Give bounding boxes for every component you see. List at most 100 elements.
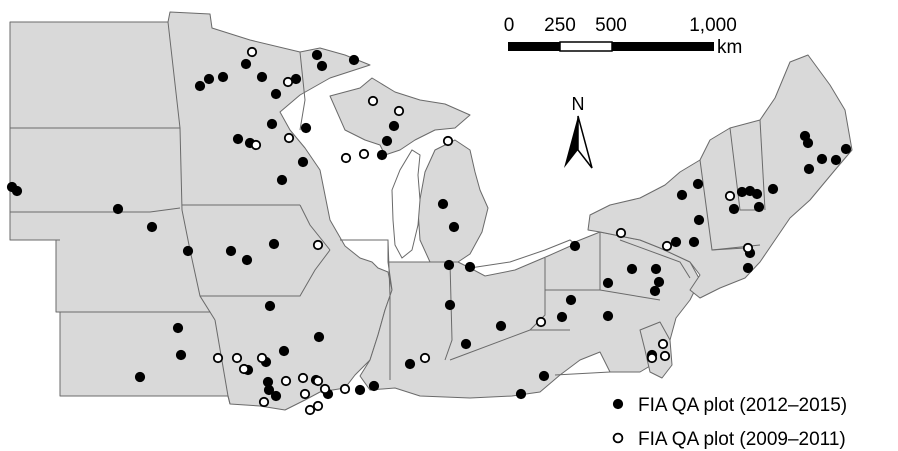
plot-marker-filled	[753, 201, 765, 213]
scale-unit: km	[717, 37, 742, 58]
plot-marker-open	[724, 190, 736, 202]
plot-marker-filled	[626, 263, 638, 275]
plot-marker-filled	[175, 349, 187, 361]
plot-marker-filled	[751, 188, 763, 200]
plot-marker-open	[299, 388, 311, 400]
plot-marker-filled	[217, 71, 229, 83]
plot-marker-filled	[134, 371, 146, 383]
plot-marker-open	[442, 135, 454, 147]
plot-marker-filled	[203, 73, 215, 85]
legend-label-open: FIA QA plot (2009–2011)	[638, 429, 846, 450]
plot-marker-open	[231, 352, 243, 364]
plot-marker-open	[246, 46, 258, 58]
plot-marker-open	[659, 350, 671, 362]
plot-marker-open	[256, 352, 268, 364]
state-borders	[10, 21, 766, 405]
plot-marker-filled	[464, 261, 476, 273]
plot-marker-filled	[232, 133, 244, 145]
plot-marker-filled	[354, 384, 366, 396]
region-upper-peninsula	[329, 77, 471, 156]
plot-marker-filled	[194, 80, 206, 92]
plot-marker-filled	[816, 153, 828, 165]
north-arrow-right-half	[577, 115, 593, 169]
legend-symbol-filled	[612, 398, 624, 410]
plot-marker-filled	[381, 135, 393, 147]
plot-marker-filled	[444, 299, 456, 311]
lake-michigan	[391, 149, 421, 259]
plot-marker-open	[742, 242, 754, 254]
plot-marker-filled	[437, 198, 449, 210]
plot-marker-filled	[313, 331, 325, 343]
plot-marker-filled	[262, 376, 274, 388]
plot-marker-filled	[276, 174, 288, 186]
plot-marker-filled	[670, 236, 682, 248]
plot-marker-filled	[495, 320, 507, 332]
region-west-central	[9, 11, 393, 411]
plot-marker-open	[419, 352, 431, 364]
scale-segment-2	[559, 41, 613, 52]
north-arrow: N	[564, 94, 593, 169]
plot-marker-filled	[404, 358, 416, 370]
plot-marker-open	[646, 352, 658, 364]
plot-marker-open	[615, 227, 627, 239]
plot-marker-filled	[241, 254, 253, 266]
north-label: N	[572, 94, 585, 114]
plot-marker-filled	[802, 137, 814, 149]
plot-marker-filled	[316, 60, 328, 72]
plot-marker-filled	[112, 203, 124, 215]
plot-marker-filled	[278, 345, 290, 357]
plot-marker-filled	[840, 143, 852, 155]
region-delmarva	[639, 321, 673, 379]
plot-marker-filled	[348, 54, 360, 66]
plot-markers	[6, 46, 852, 416]
plot-marker-open	[297, 372, 309, 384]
plot-marker-filled	[569, 240, 581, 252]
land-regions	[9, 11, 853, 411]
plot-marker-filled	[240, 58, 252, 70]
plot-marker-open	[280, 375, 292, 387]
plot-marker-filled	[6, 181, 18, 193]
plot-marker-open	[358, 148, 370, 160]
plot-marker-filled	[268, 238, 280, 250]
plot-marker-open	[661, 240, 673, 252]
plot-marker-filled	[649, 285, 661, 297]
plot-marker-filled	[270, 390, 282, 402]
scale-tick-1000: 1,000	[689, 15, 737, 36]
plot-marker-filled	[448, 221, 460, 233]
plot-marker-open	[312, 239, 324, 251]
legend-label-filled: FIA QA plot (2012–2015)	[638, 395, 847, 416]
plot-marker-filled	[225, 245, 237, 257]
plot-marker-open	[535, 316, 547, 328]
lakes	[391, 149, 576, 277]
region-lower-michigan	[417, 139, 489, 263]
plot-marker-filled	[368, 380, 380, 392]
plot-marker-open	[282, 76, 294, 88]
plot-marker-filled	[693, 214, 705, 226]
plot-marker-open	[212, 352, 224, 364]
scale-tick-0: 0	[504, 15, 515, 36]
plot-marker-filled	[172, 322, 184, 334]
plot-marker-open	[283, 132, 295, 144]
north-arrow-left-half	[564, 116, 578, 168]
plot-marker-open	[657, 338, 669, 350]
plot-marker-filled	[692, 178, 704, 190]
plot-marker-open	[312, 375, 324, 387]
plot-marker-filled	[300, 122, 312, 134]
plot-marker-open	[393, 105, 405, 117]
plot-marker-open	[339, 383, 351, 395]
scale-segment-1	[508, 42, 560, 51]
plot-marker-filled	[264, 300, 276, 312]
plot-marker-filled	[688, 236, 700, 248]
legend-symbol-open	[612, 432, 624, 444]
plot-marker-filled	[602, 310, 614, 322]
plot-marker-filled	[742, 262, 754, 274]
scale-tick-250: 250	[544, 15, 576, 36]
plot-marker-filled	[270, 88, 282, 100]
plot-marker-filled	[556, 311, 568, 323]
plot-marker-filled	[311, 49, 323, 61]
plot-marker-open	[258, 396, 270, 408]
plot-marker-filled	[728, 203, 740, 215]
plot-marker-filled	[565, 294, 577, 306]
plot-marker-filled	[443, 259, 455, 271]
